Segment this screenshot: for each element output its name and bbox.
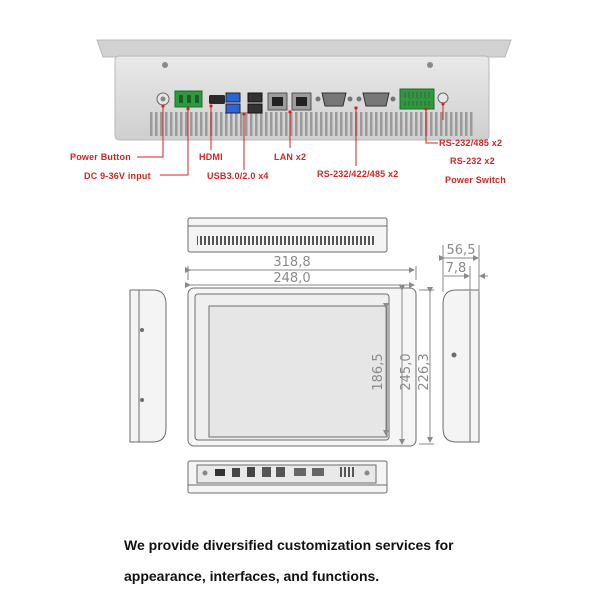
label-rs232-422-485: RS-232/422/485 x2 [317, 169, 399, 179]
panel-top-lip [96, 39, 512, 58]
usb3-port [225, 92, 241, 103]
left-side-view [129, 289, 167, 443]
dc-terminal-pin [179, 95, 183, 103]
bottom-view-drawing [187, 460, 388, 494]
usb2-port [247, 92, 263, 103]
terminal-pins [403, 101, 431, 106]
power-button-core [160, 96, 166, 102]
dim-overall-width [185, 266, 417, 280]
label-hdmi: HDMI [199, 152, 223, 162]
dim-vertical [383, 285, 434, 445]
screw-post [315, 96, 321, 102]
callout-dc-input [160, 109, 189, 176]
io-panel-photo [96, 39, 512, 141]
lan-port-socket [296, 97, 307, 106]
label-power-switch: Power Switch [445, 175, 506, 185]
right-side-view [442, 289, 480, 443]
dim-inner-height-label: 245,0 [399, 353, 414, 390]
screw-hole-left [162, 62, 168, 68]
dim-screen-width-label: 248,0 [273, 271, 310, 286]
power-switch-icon [437, 92, 449, 104]
usb2-port [247, 103, 263, 114]
screw-hole-right [427, 62, 433, 68]
screw-post [356, 96, 362, 102]
dc-terminal-pin [195, 95, 199, 103]
lan-port-socket [272, 97, 283, 106]
dim-screen-height-label: 186,5 [371, 353, 386, 390]
label-rs232: RS-232 x2 [450, 156, 495, 166]
label-dc-input: DC 9-36V input [84, 171, 151, 181]
terminal-screws [403, 92, 431, 98]
label-usb: USB3.0/2.0 x4 [207, 171, 269, 181]
label-power-button: Power Button [70, 152, 131, 162]
callout-lines [137, 104, 444, 176]
caption-line-1: We provide diversified customization ser… [124, 537, 454, 553]
callout-rs232-485 [425, 109, 438, 144]
dim-bezel-label: 7,8 [446, 261, 467, 276]
callout-dots [161, 102, 445, 116]
heatsink-fins [150, 112, 475, 136]
callout-power-button [137, 106, 164, 158]
front-view-drawing [187, 287, 417, 447]
usb3-port [225, 103, 241, 114]
caption-line-2: appearance, interfaces, and functions. [124, 568, 380, 584]
dim-overall-width-label: 318,8 [273, 255, 310, 270]
dc-terminal-pin [187, 95, 191, 103]
db9-port [362, 92, 390, 107]
label-lan: LAN x2 [274, 152, 307, 162]
db9-port [321, 92, 347, 107]
label-rs232-485: RS-232/485 x2 [439, 138, 503, 148]
dim-depth-label: 56,5 [447, 243, 476, 258]
top-view-drawing [187, 217, 388, 253]
screw-post [347, 96, 353, 102]
dim-overall-height-label: 226,3 [417, 353, 432, 390]
hdmi-port [209, 95, 225, 104]
dim-depth [439, 245, 488, 292]
screw-post [390, 96, 396, 102]
screen-area [208, 305, 388, 438]
